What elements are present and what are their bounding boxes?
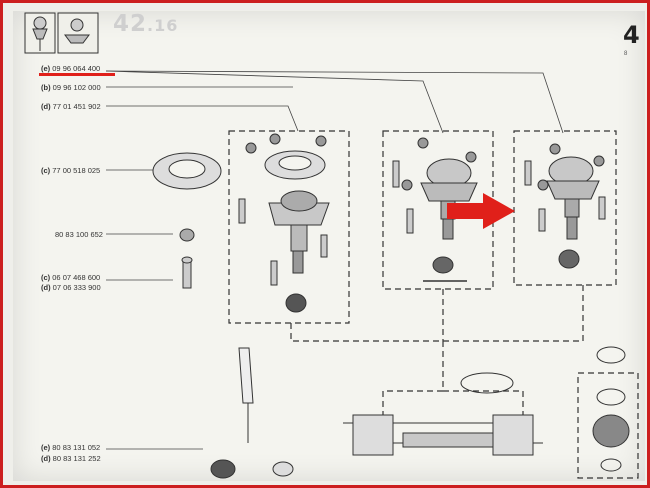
steering-assembly-icon — [210, 346, 630, 479]
callout-part-number: (d) 77 01 451 902 — [41, 102, 101, 111]
callout-part-number: 80 83 100 652 — [55, 230, 103, 239]
group-box-right — [513, 130, 617, 286]
catalog-page — [13, 11, 645, 481]
callout-part-number: (c) 06 07 468 600 — [41, 273, 101, 282]
callout-part-number: (e) 80 83 131 052 — [41, 443, 101, 452]
page-number: 42.16 — [113, 11, 179, 37]
group-box-middle — [382, 130, 494, 290]
corner-page-sub: 8 — [624, 51, 628, 57]
bolt-icon — [181, 256, 193, 289]
ball-joint-middle-icon — [392, 137, 478, 282]
callout-part-number: (e) 09 96 064 400 — [41, 64, 101, 73]
nut-icon — [179, 228, 195, 242]
ball-joint-right-icon — [524, 143, 606, 269]
thumbnail-ball-joint-icon — [24, 12, 99, 54]
callout-part-number: (d) 80 83 131 252 — [41, 454, 101, 463]
parts-diagram — [24, 12, 639, 479]
red-underline — [39, 73, 115, 76]
callout-part-number: (c) 77 00 518 025 — [41, 166, 101, 175]
corner-page-number: 4 — [623, 21, 640, 49]
callout-part-number: (d) 07 06 333 900 — [41, 283, 101, 292]
ball-joint-icon — [238, 133, 330, 313]
arrow-right-icon — [447, 193, 515, 229]
group-box-left — [228, 130, 350, 324]
callout-part-number: (b) 09 96 102 000 — [41, 83, 101, 92]
washer-plate-icon — [152, 152, 222, 190]
